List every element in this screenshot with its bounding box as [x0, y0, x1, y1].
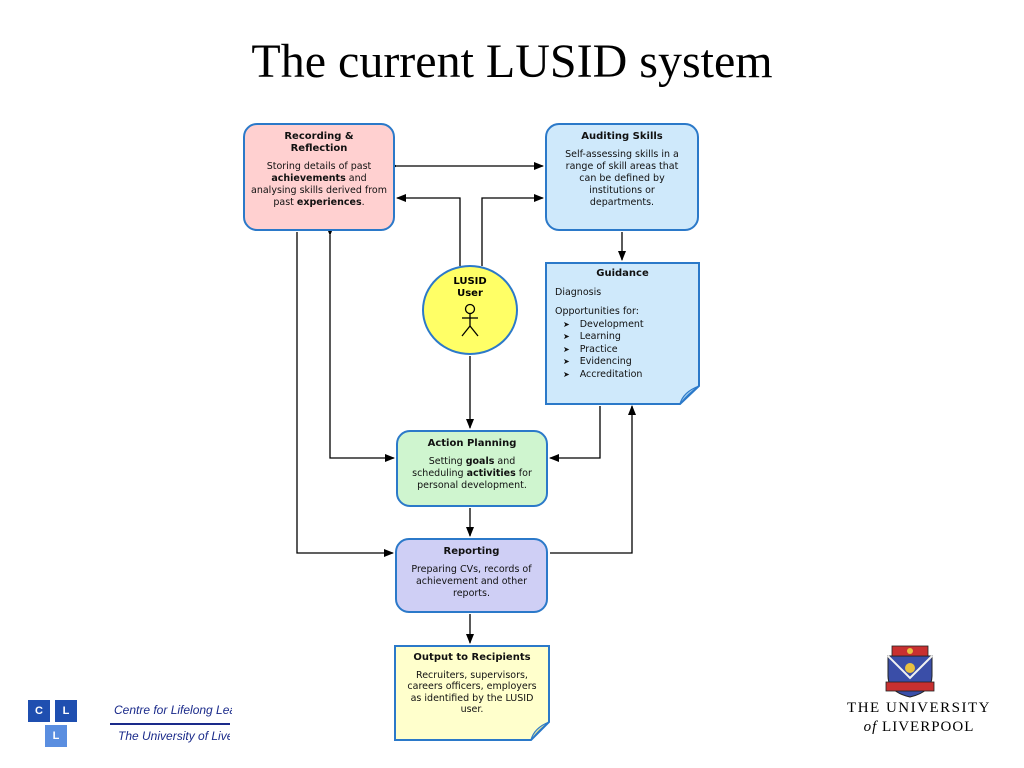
action-text1: Setting [428, 456, 463, 467]
guidance-list: ➤ Development ➤ Learning ➤ Practice ➤ Evidencin… [555, 319, 690, 382]
stick-figure-icon [461, 303, 479, 337]
arrowhead-bullet-icon: ➤ [563, 357, 570, 366]
auditing-title: Auditing Skills [581, 131, 663, 142]
auditing-skills-box: Auditing Skills Self-assessing skills in… [545, 123, 699, 231]
guidance-opportunities: Opportunities for: [555, 306, 639, 317]
guidance-list-item: ➤ Accreditation [563, 369, 690, 382]
university-crest-icon [885, 645, 935, 698]
arrow-reporting-guidance [550, 405, 636, 554]
arrow-user-auditing [481, 194, 544, 266]
arrowhead-bullet-icon: ➤ [563, 319, 570, 329]
output-title: Output to Recipients [413, 652, 531, 663]
recording-title: Recording & Reflection [251, 131, 387, 155]
cll-rule [110, 723, 230, 725]
user-line1: LUSID [453, 276, 487, 287]
recording-text1: Storing details of past [266, 161, 372, 172]
guidance-box: Guidance Diagnosis Opportunities for: ➤ D… [545, 262, 700, 405]
reporting-text: Preparing CVs, records of achievement an… [411, 564, 532, 599]
reporting-box: Reporting Preparing CVs, records of achi… [395, 538, 548, 613]
arrowhead-bullet-icon: ➤ [563, 332, 570, 341]
guidance-diagnosis: Diagnosis [555, 286, 602, 298]
cll-letter-l2: L [45, 725, 67, 747]
action-planning-box: Action Planning Setting goals and schedu… [396, 430, 548, 507]
recording-text: Storing details of past achievements and… [251, 161, 387, 209]
output-recipients-box: Output to Recipients Recruiters, supervi… [394, 645, 550, 740]
recording-text2: and analysing skills derived from past [251, 173, 387, 208]
university-line1: THE UNIVERSITY [847, 700, 991, 716]
recording-bold1: achievements [271, 173, 346, 184]
arrow-recording-reporting [296, 232, 394, 557]
recording-text3: . [361, 197, 365, 208]
reporting-title: Reporting [443, 546, 500, 557]
cll-name-line1: Centre for Lifelong Learning [114, 703, 232, 717]
guidance-doc-shape [545, 262, 700, 405]
action-bold2: activities [466, 468, 516, 479]
guidance-list-item: ➤ Practice [563, 344, 690, 357]
recording-title-line1: Recording & [284, 131, 354, 142]
guidance-list-item: ➤ Development [563, 319, 690, 332]
arrow-user-recording [396, 194, 461, 266]
recording-reflection-box: Recording & Reflection Storing details o… [243, 123, 395, 231]
user-line2: User [457, 288, 483, 299]
university-name: LIVERPOOL [882, 719, 975, 735]
recording-bold2: experiences [296, 197, 362, 208]
guidance-list-text: Accreditation [579, 368, 643, 380]
arrow-guidance-action [549, 406, 601, 462]
action-bold1: goals [465, 456, 495, 467]
arrowhead-bullet-icon: ➤ [563, 369, 570, 379]
guidance-list-text: Development [579, 318, 644, 330]
guidance-list-item: ➤ Evidencing [563, 356, 690, 369]
output-text: Recruiters, supervisors, careers officer… [407, 669, 537, 716]
guidance-list-text: Learning [579, 331, 621, 342]
guidance-list-text: Evidencing [579, 356, 632, 367]
cll-letter-l1: L [55, 700, 77, 722]
lusid-user-circle: LUSID User [422, 265, 518, 355]
action-title: Action Planning [427, 438, 517, 449]
university-wordmark: THE UNIVERSITY of LIVERPOOL [834, 700, 1004, 736]
action-text: Setting goals and scheduling activities … [404, 456, 540, 492]
recording-title-line2: Reflection [290, 143, 348, 154]
action-text3: for personal development. [417, 468, 532, 491]
guidance-list-item: ➤ Learning [563, 331, 690, 344]
slide-title: The current LUSID system [251, 35, 773, 88]
guidance-title: Guidance [596, 268, 649, 279]
auditing-text: Self-assessing skills in a range of skil… [565, 149, 679, 208]
arrow-recording-action [326, 226, 395, 462]
university-of: of [863, 719, 878, 735]
action-text2: and scheduling [412, 456, 516, 479]
output-doc-shape [394, 645, 550, 741]
university-line2: of LIVERPOOL [834, 719, 1004, 736]
cll-name-line2: The University of Liverpool [118, 729, 230, 743]
arrowhead-bullet-icon: ➤ [563, 344, 570, 354]
cll-letter-c: C [28, 700, 50, 722]
guidance-list-text: Practice [579, 343, 618, 355]
